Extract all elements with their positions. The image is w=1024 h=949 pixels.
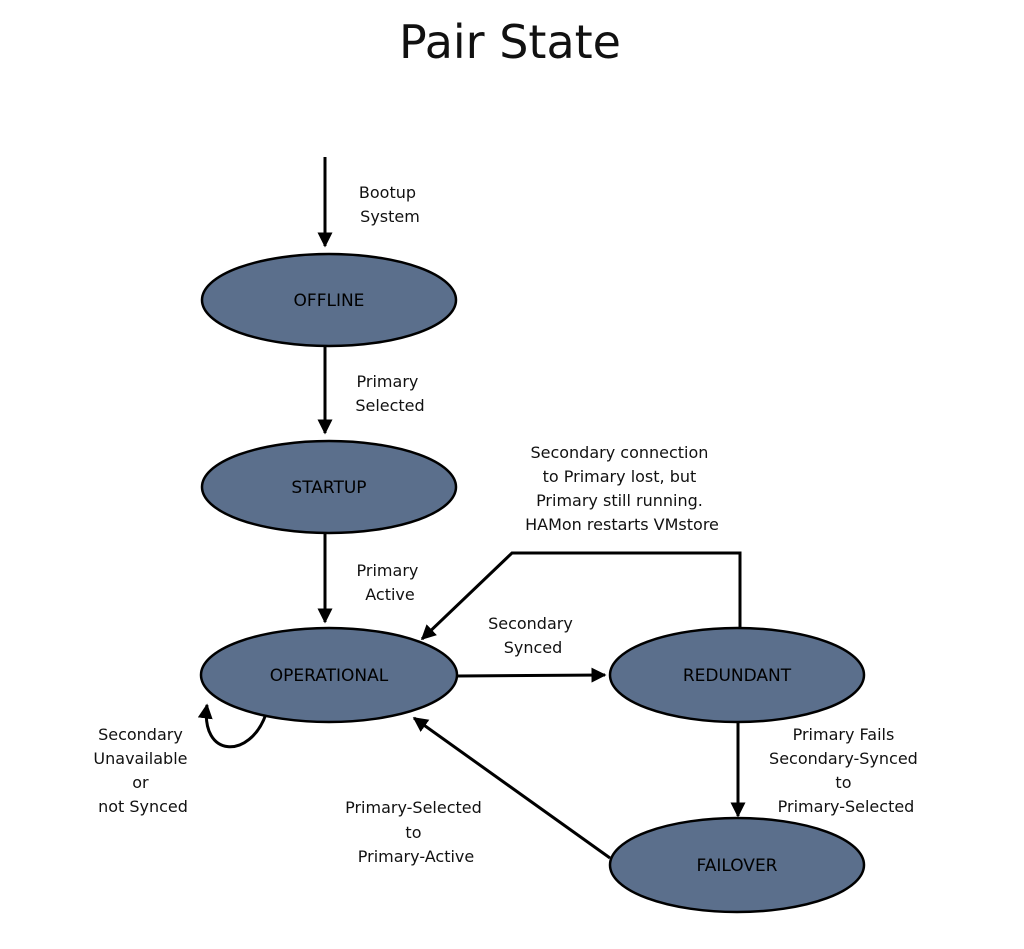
label-failover-return: Primary-Selected to Primary-Active [345, 798, 487, 866]
state-offline-label: OFFLINE [294, 291, 365, 311]
label-bootup: Bootup System [359, 183, 421, 226]
label-secondary-synced: Secondary Synced [488, 614, 578, 657]
label-primary-active: Primary Active [357, 561, 424, 604]
edge-redundant-to-operational [420, 551, 742, 641]
state-redundant: REDUNDANT [608, 626, 866, 724]
label-secondary-lost: Secondary connection to Primary lost, bu… [525, 443, 719, 534]
label-primary-selected: Primary Selected [355, 372, 424, 415]
label-primary-fails: Primary Fails Secondary-Synced to Primar… [769, 725, 923, 816]
label-self-loop: Secondary Unavailable or not Synced [93, 725, 192, 816]
state-failover-label: FAILOVER [697, 856, 778, 876]
edge-failover-to-operational [412, 716, 611, 860]
state-startup: STARTUP [200, 439, 458, 535]
diagram-title: Pair State [399, 15, 621, 69]
edge-operational-self-loop [197, 703, 268, 749]
edge-operational-to-redundant [457, 667, 607, 683]
state-failover: FAILOVER [608, 816, 866, 914]
state-redundant-label: REDUNDANT [683, 666, 792, 686]
state-operational-label: OPERATIONAL [270, 666, 389, 686]
state-startup-label: STARTUP [291, 478, 366, 498]
state-offline: OFFLINE [200, 252, 458, 348]
state-operational: OPERATIONAL [199, 626, 459, 724]
